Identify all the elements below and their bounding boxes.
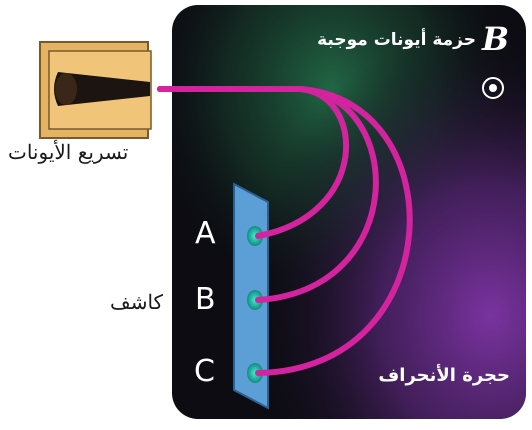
positive-ion-beam-label: حزمة أيونات موجبة [317,30,476,50]
field-out-of-page-icon [482,77,504,99]
detector-label: كاشف [110,290,164,314]
field-symbol: B [482,20,510,58]
ion-source [39,41,152,139]
ion-acceleration-label: تسريع الأيونات [8,140,129,164]
slot-c-letter: C [194,354,215,389]
slot-b-letter: B [195,282,216,317]
ion-path-c [157,86,413,376]
ion-beam-paths [157,86,413,376]
deflection-chamber [172,5,526,419]
deflection-chamber-label: حجرة الأنحراف [378,365,510,386]
slot-a-letter: A [195,216,216,251]
